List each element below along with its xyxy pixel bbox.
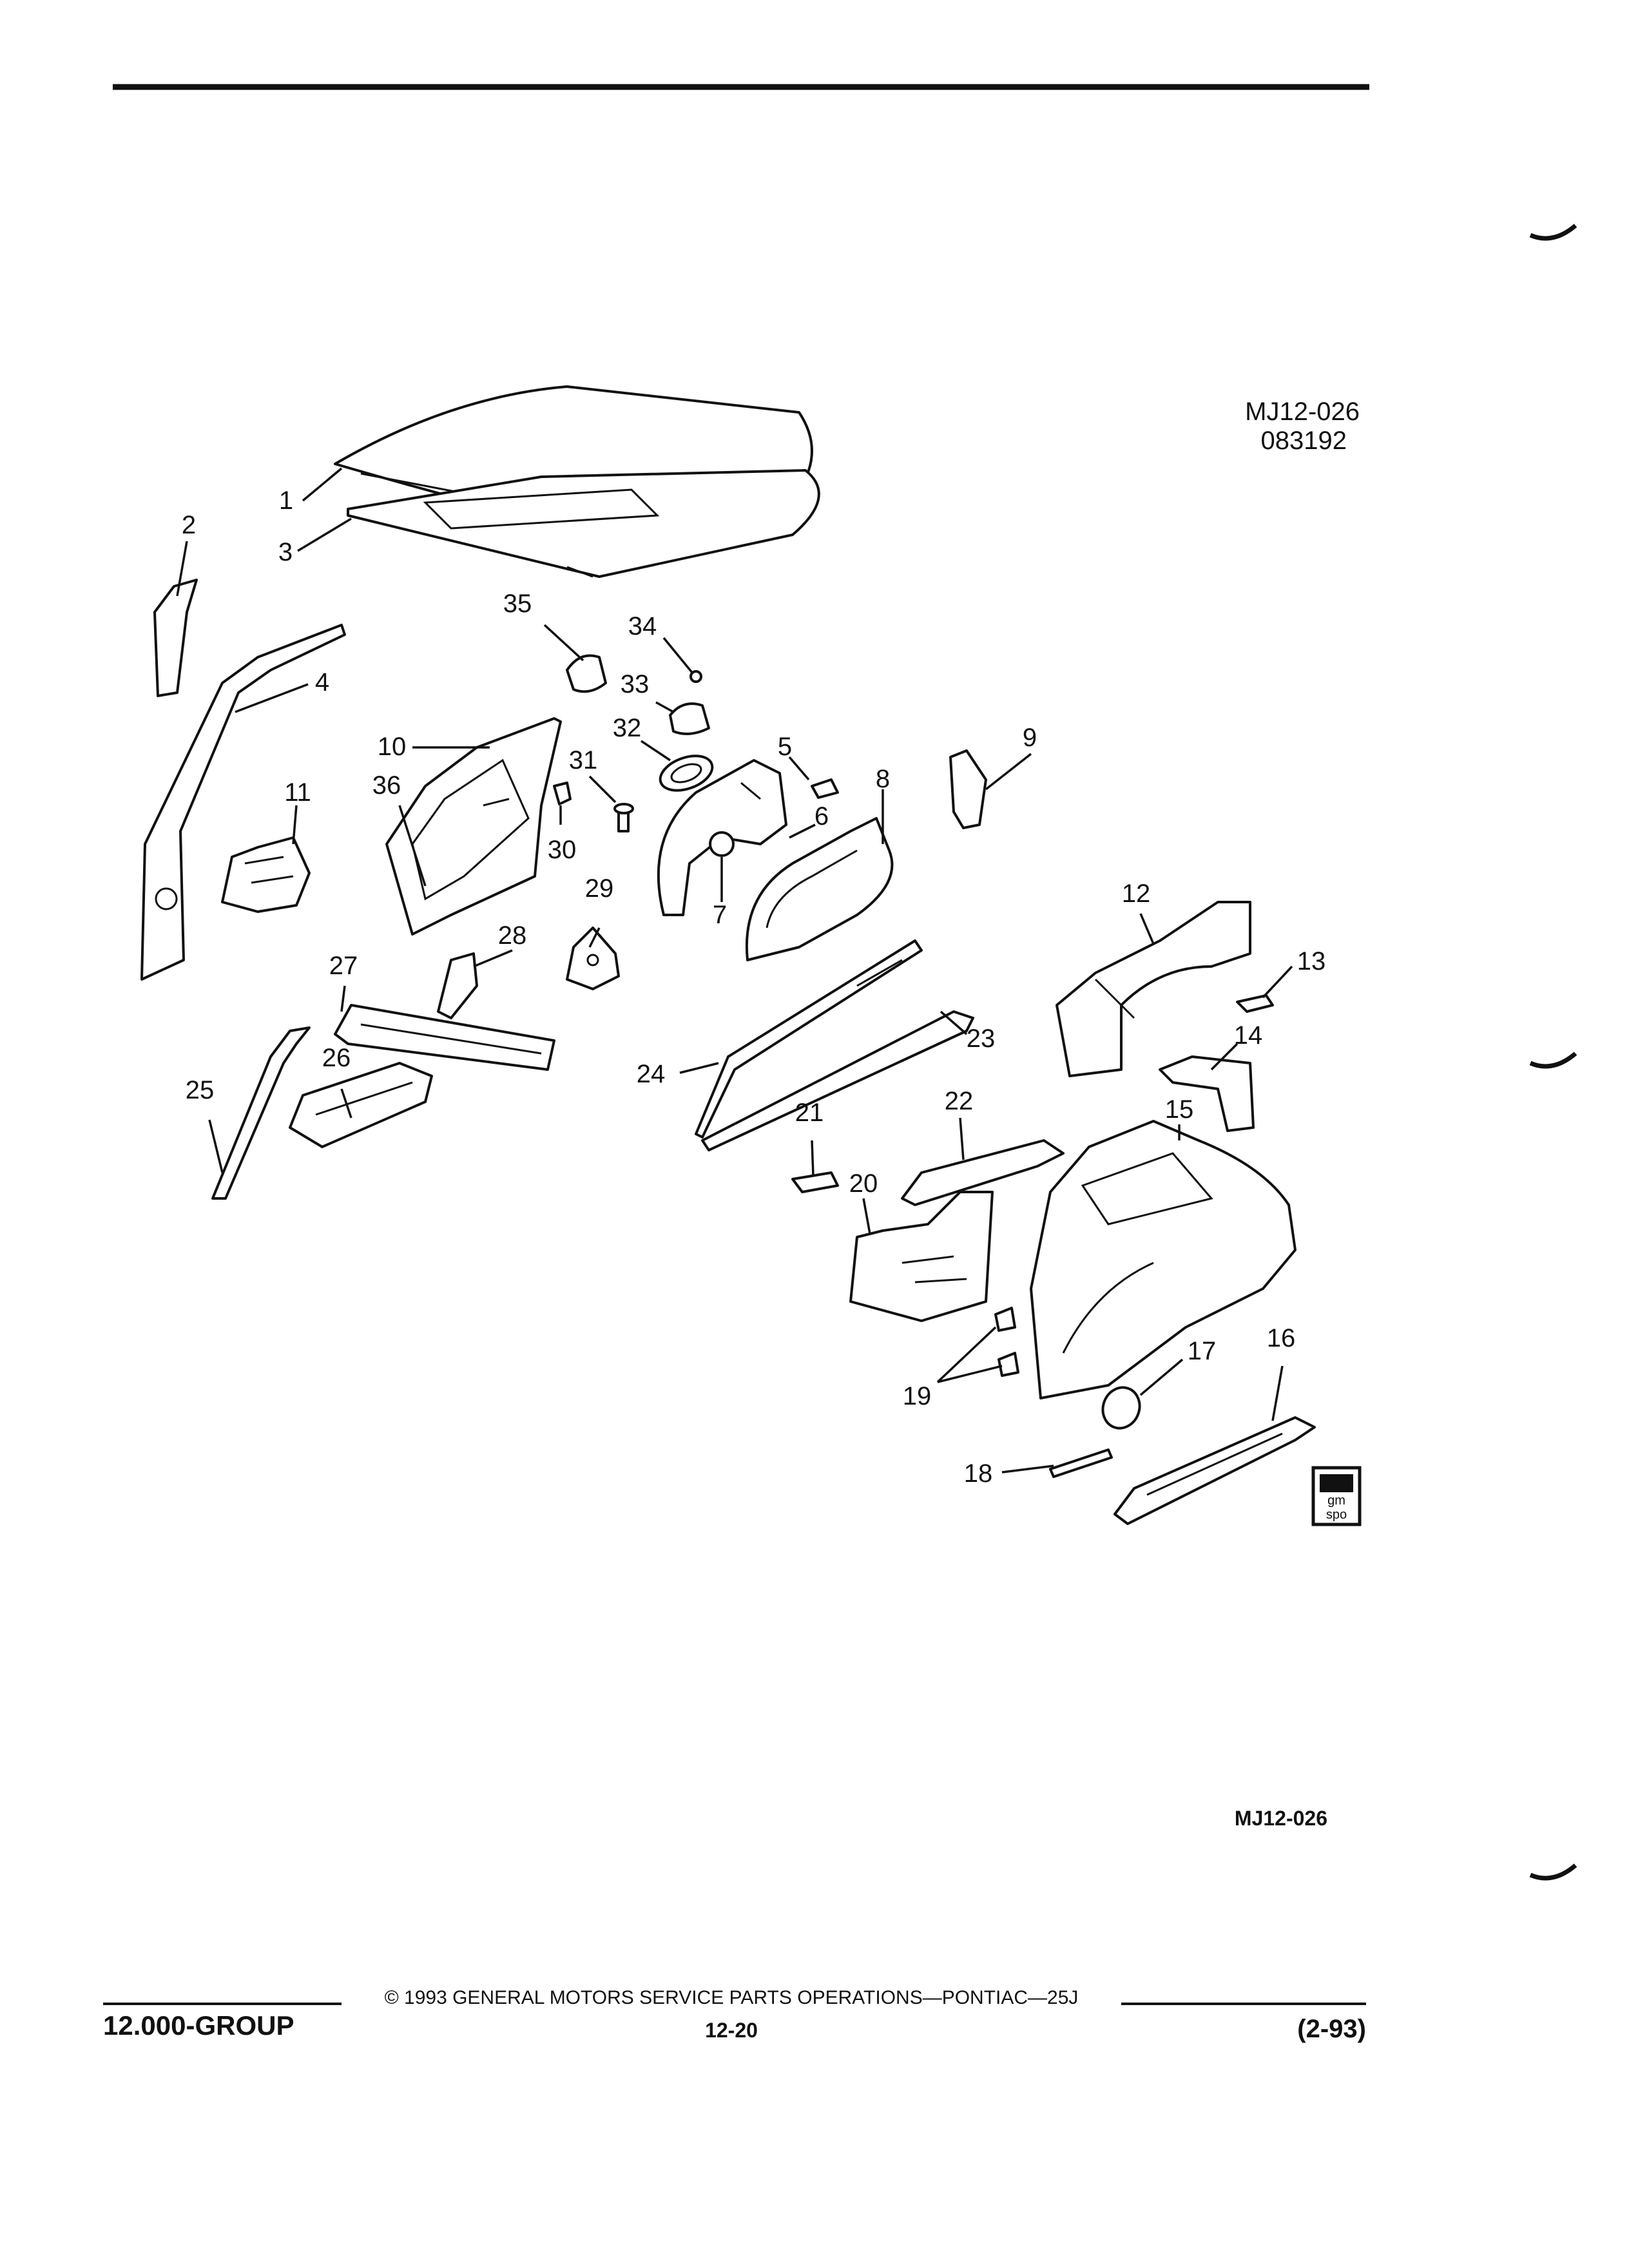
illustration-code-bottom: MJ12-026	[1235, 1807, 1327, 1830]
part-35-bumper	[566, 654, 607, 693]
part-5-bracket	[811, 778, 839, 799]
callout-7: 7	[713, 901, 727, 929]
part-9-latch-bracket	[949, 749, 987, 829]
callout-29: 29	[585, 874, 614, 903]
part-34-clip	[689, 670, 702, 683]
callout-8: 8	[876, 765, 890, 793]
part-20-lock-pillar	[849, 1191, 994, 1322]
callout-22: 22	[945, 1087, 974, 1115]
part-14-support	[1159, 1055, 1255, 1132]
callout-35: 35	[503, 590, 532, 618]
callout-32: 32	[613, 714, 642, 742]
callout-10: 10	[378, 733, 407, 761]
logo-text-bottom: spo	[1326, 1508, 1347, 1522]
part-33-grommet	[669, 702, 710, 735]
part-13-bracket	[1236, 994, 1274, 1013]
callout-14: 14	[1234, 1021, 1263, 1050]
callout-31: 31	[569, 746, 598, 774]
part-27-rail	[334, 1004, 555, 1071]
illustration-date-code: 083192	[1261, 427, 1347, 455]
part-24-rocker-panel	[695, 939, 923, 1139]
callout-34: 34	[628, 612, 657, 640]
leader-lines	[176, 467, 1293, 1474]
part-8-wheelhouse-inner	[745, 817, 894, 961]
callout-15: 15	[1165, 1095, 1194, 1124]
callout-17: 17	[1188, 1337, 1217, 1365]
callout-19: 19	[903, 1382, 932, 1410]
part-18-molding	[1049, 1448, 1113, 1478]
part-32-seal	[659, 754, 714, 792]
part-19-brackets	[994, 1307, 1019, 1377]
callout-4: 4	[315, 668, 329, 697]
callout-28: 28	[498, 921, 527, 950]
callout-26: 26	[322, 1044, 351, 1072]
part-12-quarter-inner-panel	[1055, 901, 1251, 1077]
callout-16: 16	[1267, 1324, 1296, 1352]
part-17-door	[1101, 1386, 1141, 1430]
footer-revision: (2-93)	[1297, 2015, 1366, 2043]
callout-25: 25	[186, 1076, 215, 1104]
part-25-pillar	[211, 1026, 311, 1200]
callout-30: 30	[548, 836, 577, 864]
callout-2: 2	[182, 511, 196, 539]
part-2-pillar-reinforcement	[153, 579, 198, 697]
callout-23: 23	[967, 1024, 996, 1053]
part-15-quarter-outer-panel	[1030, 1120, 1296, 1399]
callout-24: 24	[637, 1060, 666, 1088]
callout-12: 12	[1122, 879, 1151, 908]
part-30-retainer	[553, 782, 572, 805]
callout-13: 13	[1297, 947, 1326, 975]
part-28-gusset	[437, 952, 478, 1019]
binder-mark-1	[1529, 224, 1577, 241]
footer-group: 12.000-GROUP	[103, 2010, 294, 2041]
callout-5: 5	[778, 733, 792, 761]
part-22-reinforcement	[901, 1139, 1065, 1206]
callout-33: 33	[621, 670, 650, 698]
part-26-reinforcement	[289, 1062, 433, 1148]
callout-6: 6	[815, 802, 829, 831]
part-23-rocker-reinforcement	[701, 1010, 974, 1151]
part-31-bolt	[613, 803, 634, 832]
gm-spo-logo: gm spo	[1311, 1466, 1362, 1526]
logo-text-top: gm	[1327, 1494, 1345, 1508]
part-10-door-opening-frame	[385, 717, 562, 936]
binder-mark-2	[1529, 1052, 1577, 1069]
callout-9: 9	[1023, 724, 1037, 752]
callout-36: 36	[372, 771, 401, 800]
callout-11: 11	[284, 778, 311, 807]
part-29-hinge-bracket	[566, 927, 620, 990]
binder-mark-3	[1529, 1863, 1577, 1881]
part-11-hinge-pillar-bracket	[221, 836, 311, 913]
part-4-windshield-pillar	[140, 624, 346, 981]
illustration-code-top: MJ12-026	[1245, 398, 1360, 426]
part-21-bracket	[791, 1171, 839, 1193]
footer-page-number: 12-20	[705, 2019, 758, 2042]
callout-3: 3	[278, 538, 293, 566]
footer-copyright: © 1993 GENERAL MOTORS SERVICE PARTS OPER…	[385, 1987, 1079, 2008]
callout-20: 20	[849, 1169, 878, 1198]
callout-labels: 1 2 3 4 5 6 7 8 9 10 11 12 13 14 15 16 1…	[182, 486, 1325, 1488]
part-7-plug	[709, 831, 735, 857]
callout-27: 27	[329, 952, 358, 980]
callout-1: 1	[279, 486, 293, 515]
part-3-roof-reinforcement	[347, 469, 820, 578]
callout-21: 21	[795, 1099, 824, 1127]
callout-18: 18	[964, 1459, 993, 1488]
part-16-sill-extension	[1113, 1416, 1316, 1525]
